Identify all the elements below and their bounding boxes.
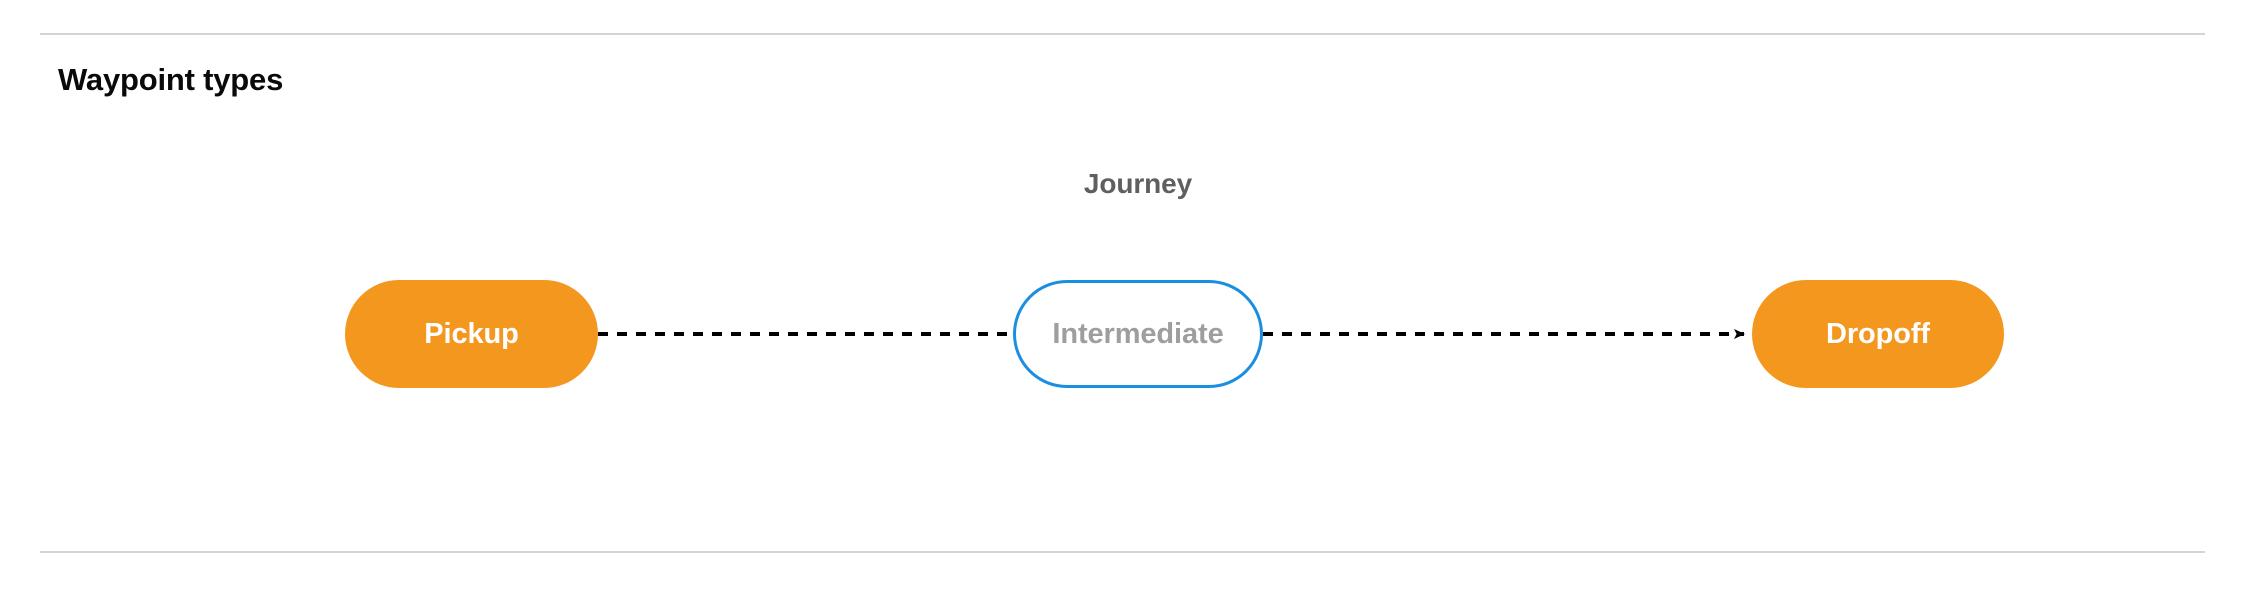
waypoint-node-pickup-label: Pickup — [424, 317, 519, 350]
divider-bottom — [40, 551, 2205, 553]
waypoint-node-intermediate[interactable]: Intermediate — [1013, 280, 1263, 388]
journey-group-label: Journey — [1083, 168, 1193, 199]
waypoint-node-dropoff[interactable]: Dropoff — [1752, 280, 2004, 388]
waypoint-node-intermediate-label: Intermediate — [1052, 317, 1224, 350]
divider-top — [40, 33, 2205, 35]
waypoint-node-pickup[interactable]: Pickup — [345, 280, 598, 388]
waypoint-node-dropoff-label: Dropoff — [1826, 317, 1930, 350]
page-title: Waypoint types — [58, 62, 284, 97]
